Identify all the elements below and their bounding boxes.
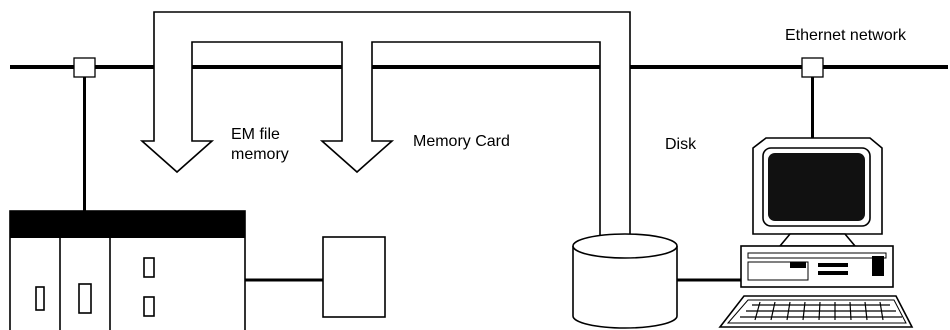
em-file-memory-label-line2: memory	[231, 146, 289, 163]
disk-cylinder-icon	[572, 233, 678, 329]
plc-transceiver-icon	[73, 57, 96, 78]
disk-label: Disk	[665, 136, 697, 153]
memory-card-label: Memory Card	[413, 133, 510, 150]
ethernet-network-label: Ethernet network	[785, 27, 906, 44]
em-file-memory-label-line1: EM file	[231, 126, 280, 143]
plc-rack-icon	[9, 210, 246, 330]
personal-computer-icon	[718, 137, 914, 328]
computer-transceiver-icon	[801, 57, 824, 78]
memory-card-icon	[322, 236, 386, 318]
